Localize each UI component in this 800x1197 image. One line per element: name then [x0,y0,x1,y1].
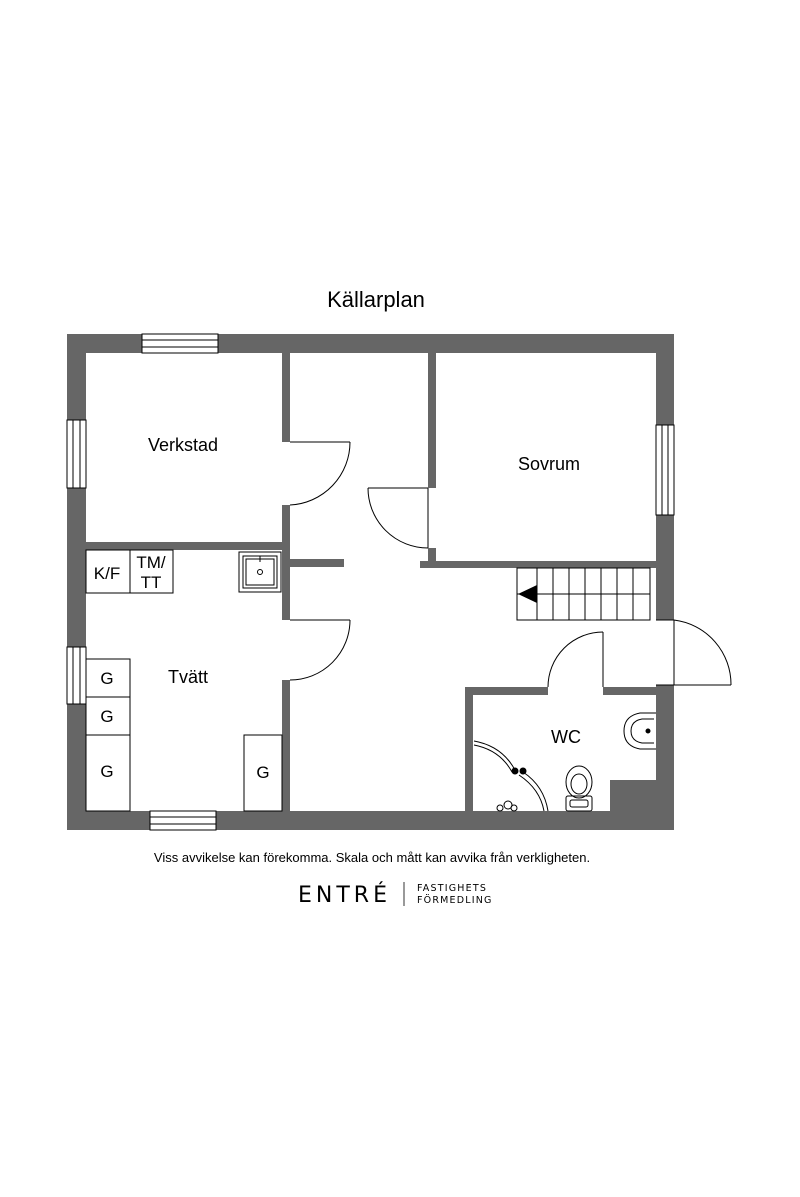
entrance-opening [656,620,674,685]
window-south [149,810,217,831]
stair-direction-arrow-icon [518,585,537,603]
tt-label: TT [141,573,162,592]
wc-floor-drain [496,800,518,812]
tm-tt-cabinet: TM/ TT [129,549,174,594]
laundry-sink [238,551,282,593]
svg-text:G: G [256,763,269,782]
svg-text:G: G [100,669,113,688]
wc-washbasin [623,712,656,750]
room-label-wc: WC [551,727,581,747]
door-sovrum[interactable] [367,487,429,549]
room-label-verkstad: Verkstad [148,435,218,455]
cabinet-g-2: G [85,696,131,736]
door-wc[interactable] [547,631,604,688]
door-entrance[interactable] [673,619,732,686]
brand-name: ENTRÉ [298,882,391,908]
wc-toilet [565,765,593,812]
wc-shower-screen [473,740,549,812]
disclaimer-text: Viss avvikelse kan förekomma. Skala och … [154,850,590,865]
brand-sub-line1: FASTIGHETS [417,883,487,894]
door-tvatt[interactable] [289,619,351,681]
tm-label: TM/ [136,553,166,572]
svg-text:G: G [100,707,113,726]
plan-title: Källarplan [327,287,425,312]
cabinet-g-3: G [85,734,131,812]
kf-label: K/F [94,564,120,583]
cabinet-g-4: G [243,734,283,812]
door-verkstad[interactable] [289,441,351,506]
window-north [141,333,219,354]
svg-text:G: G [100,762,113,781]
cabinet-g-1: G [85,658,131,698]
kf-cabinet: K/F [85,549,131,594]
staircase [516,567,651,621]
window-west-lower [66,646,87,705]
window-west-upper [66,419,87,489]
window-east [655,424,675,516]
room-label-sovrum: Sovrum [518,454,580,474]
room-label-tvatt: Tvätt [168,667,208,687]
interior-walls [86,353,656,811]
brand-sub-line2: FÖRMEDLING [417,895,493,906]
brand-logo: ENTRÉ FASTIGHETS FÖRMEDLING [298,882,493,908]
wc-corner-block [610,780,656,811]
